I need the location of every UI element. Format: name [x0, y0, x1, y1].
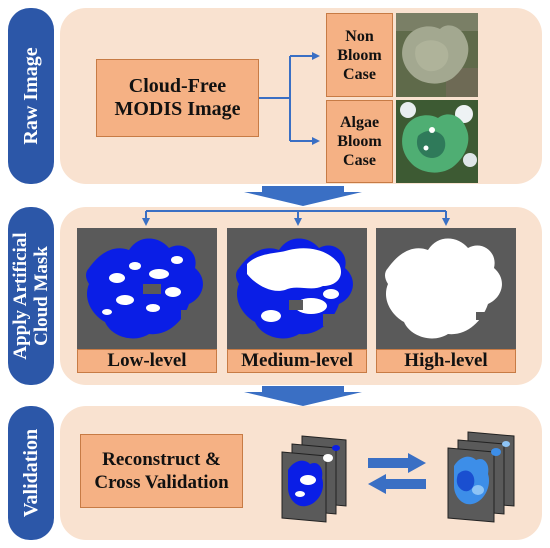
masked-image-stack: [280, 434, 350, 526]
exchange-arrow-left: [368, 474, 426, 494]
reconstructed-image-stack: [444, 430, 516, 528]
algae-bloom-box: Algae Bloom Case: [326, 100, 393, 183]
non-bloom-box: Non Bloom Case: [326, 13, 393, 97]
non-bloom-satellite-image: [396, 13, 478, 97]
reconstruct-box: Reconstruct & Cross Validation: [80, 434, 243, 508]
modis-source-box: Cloud-Free MODIS Image: [96, 59, 259, 137]
low-level-mask-image: [77, 228, 217, 349]
raw-image-tab: Raw Image: [8, 8, 54, 184]
source-to-cases-connector: [259, 52, 320, 145]
mask-distribution-connector: [142, 210, 450, 226]
validation-tab: Validation: [8, 406, 54, 540]
algae-bloom-label: Algae Bloom Case: [337, 114, 382, 169]
non-bloom-label: Non Bloom Case: [337, 27, 382, 83]
medium-level-mask-image: [227, 228, 367, 349]
high-level-mask-image: [376, 228, 516, 349]
down-arrow-raw-to-mask: [244, 186, 362, 206]
down-arrow-mask-to-validation: [244, 386, 362, 406]
exchange-arrow-right: [368, 453, 426, 473]
mask-level-label-medium: Medium-level: [227, 349, 367, 373]
modis-source-label: Cloud-Free MODIS Image: [114, 75, 241, 120]
mask-level-label-low: Low-level: [77, 349, 217, 373]
cloud-mask-tab: Apply Artificial Cloud Mask: [8, 207, 54, 385]
algae-bloom-satellite-image: [396, 100, 478, 183]
mask-level-label-high: High-level: [376, 349, 516, 373]
reconstruct-label: Reconstruct & Cross Validation: [94, 449, 229, 493]
